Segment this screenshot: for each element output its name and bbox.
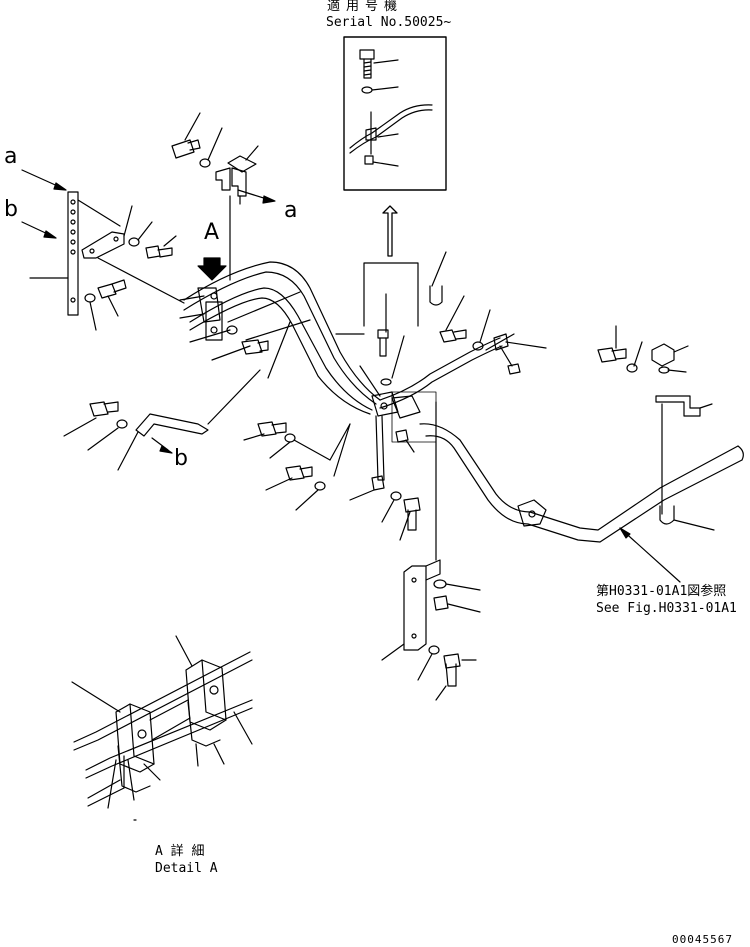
label-a-right: a <box>284 198 298 223</box>
reference-jp: 第H0331-01A1図参照 <box>596 584 727 599</box>
top-clamp <box>171 112 259 281</box>
label-b-left: b <box>4 197 18 222</box>
label-detail-A: A <box>204 220 220 245</box>
detail-caption-jp: A 詳 細 <box>155 844 205 859</box>
serial-inset <box>343 36 447 191</box>
reference-en: See Fig.H0331-01A1 <box>596 601 737 616</box>
detail-caption-en: Detail A <box>155 861 218 876</box>
arrows-ab <box>21 169 276 454</box>
detail-a-view <box>71 635 253 821</box>
lower-bracket <box>381 559 481 701</box>
right-bracket <box>597 325 715 531</box>
view-arrow <box>335 205 419 335</box>
inset-title-jp: 適用号機 <box>327 0 404 14</box>
inset-serial: Serial No.50025~ <box>326 15 452 30</box>
left-bracket <box>29 191 185 331</box>
label-b-lower: b <box>174 446 188 471</box>
hoses <box>63 251 744 583</box>
label-a-left: a <box>4 144 18 169</box>
drawing-number: 00045567 <box>672 933 733 946</box>
